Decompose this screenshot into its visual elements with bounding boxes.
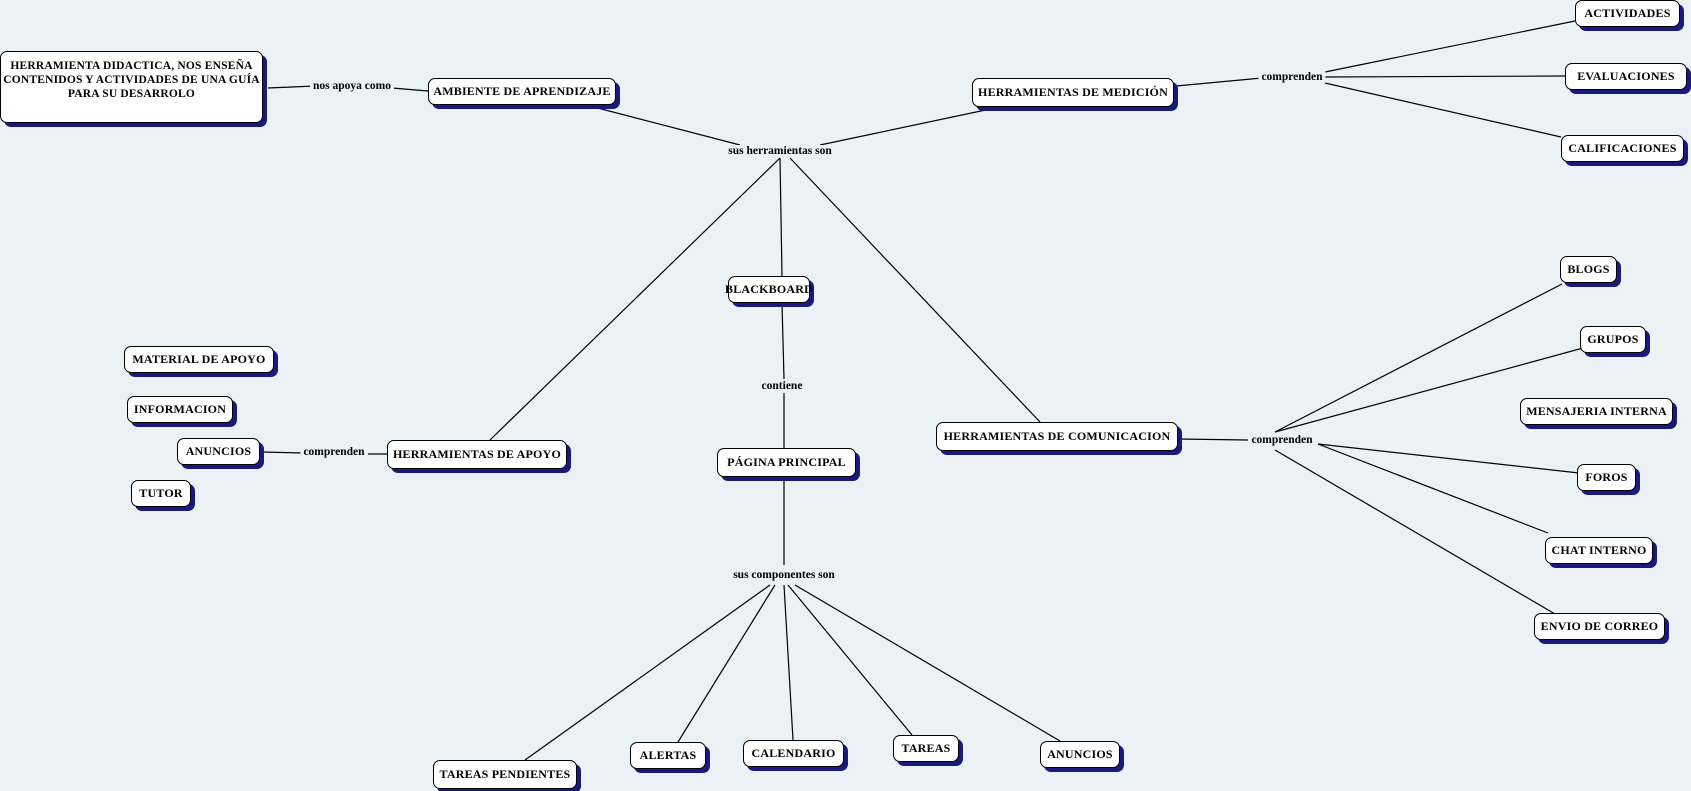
node-informacion[interactable]: INFORMACION [127, 396, 233, 423]
connector-line [783, 584, 794, 741]
node-tareas[interactable]: TAREAS [893, 735, 959, 762]
connector-line [1177, 438, 1249, 441]
connector-line [489, 157, 781, 441]
connector-line [1274, 283, 1563, 433]
connector-line [1175, 77, 1263, 87]
node-actividades[interactable]: ACTIVIDADES [1575, 0, 1680, 27]
connector-line [794, 584, 1061, 742]
node-alertas[interactable]: ALERTAS [630, 742, 706, 769]
link-contiene: contiene [758, 380, 806, 392]
connector-line [781, 302, 785, 380]
node-pagina-principal[interactable]: PÁGINA PRINCIPAL [717, 448, 856, 477]
node-blackboard[interactable]: BLACKBOARD [725, 276, 813, 303]
link-sus-componentes-son: sus componentes son [730, 569, 838, 581]
node-anuncios-apoyo[interactable]: ANUNCIOS [177, 438, 260, 465]
connector-line [1324, 75, 1566, 78]
node-ambiente-de-aprendizaje[interactable]: AMBIENTE DE APRENDIZAJE [428, 78, 616, 105]
connector-line [524, 584, 771, 761]
node-herramienta-didactica[interactable]: HERRAMIENTA DIDACTICA, NOS ENSEÑA CONTEN… [0, 51, 263, 123]
node-herramientas-de-medicion[interactable]: HERRAMIENTAS DE MEDICIÓN [972, 78, 1174, 107]
node-chat-interno[interactable]: CHAT INTERNO [1545, 537, 1653, 564]
connector-line [1274, 449, 1556, 615]
node-herramientas-de-apoyo[interactable]: HERRAMIENTAS DE APOYO [387, 440, 567, 469]
node-blogs[interactable]: BLOGS [1560, 256, 1617, 283]
connector-line [1317, 443, 1549, 534]
node-grupos[interactable]: GRUPOS [1580, 326, 1646, 353]
connector-line [1274, 347, 1584, 433]
node-calendario[interactable]: CALENDARIO [743, 740, 844, 767]
node-foros[interactable]: FOROS [1577, 464, 1636, 491]
connector-line [267, 85, 316, 89]
node-herramientas-de-comunicacion[interactable]: HERRAMIENTAS DE COMUNICACION [936, 422, 1178, 451]
link-sus-herramientas-son: sus herramientas son [725, 145, 835, 157]
connector-line [1324, 82, 1562, 138]
connector-line [391, 87, 429, 92]
node-evaluaciones[interactable]: EVALUACIONES [1565, 63, 1687, 90]
connector-line [261, 451, 303, 454]
link-nos-apoya-como: nos apoya como [310, 80, 394, 92]
connector-line [779, 157, 783, 277]
node-calificaciones[interactable]: CALIFICACIONES [1561, 135, 1684, 162]
connector-line [1324, 20, 1576, 73]
link-comprenden-apoyo: comprenden [300, 446, 368, 458]
connector-line [677, 584, 776, 743]
link-comprenden-medicion: comprenden [1258, 71, 1326, 83]
connector-line [787, 584, 913, 736]
node-mensajeria-interna[interactable]: MENSAJERIA INTERNA [1520, 398, 1673, 425]
node-tutor[interactable]: TUTOR [131, 480, 191, 507]
link-comprenden-comunicacion: comprenden [1248, 434, 1316, 446]
connector-line [1317, 443, 1580, 474]
node-anuncios[interactable]: ANUNCIOS [1040, 741, 1120, 768]
connector-line [589, 105, 741, 146]
connector-line [819, 107, 996, 146]
node-material-de-apoyo[interactable]: MATERIAL DE APOYO [124, 346, 274, 373]
node-tareas-pendientes[interactable]: TAREAS PENDIENTES [433, 760, 577, 789]
connector-line [789, 157, 1041, 423]
node-envio-de-correo[interactable]: ENVIO DE CORREO [1534, 613, 1665, 640]
